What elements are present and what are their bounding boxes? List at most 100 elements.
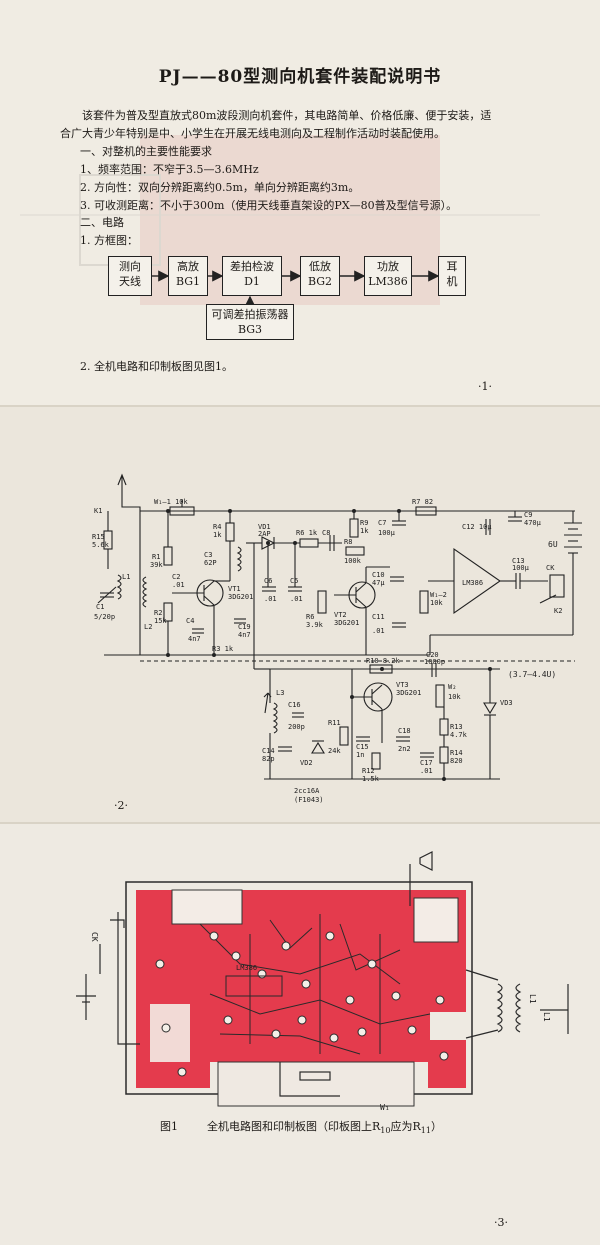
pcb-layout: CK LM386 L1 L1 W₁ bbox=[76, 851, 569, 1112]
label-r9: R9 bbox=[360, 519, 368, 527]
label-c13: C13 bbox=[512, 557, 525, 565]
label-c19-value: 4n7 bbox=[238, 631, 251, 639]
circuit-reference: 2. 全机电路和印制板图见图1。 bbox=[80, 360, 233, 373]
section-heading-performance: 一、对整机的主要性能要求 bbox=[80, 145, 212, 158]
label-c7: C7 bbox=[378, 519, 386, 527]
label-w2: W₂ bbox=[448, 683, 456, 691]
label-c5: C5 bbox=[290, 577, 298, 585]
label-r11: R11 bbox=[328, 719, 341, 727]
label-c3-value: 62P bbox=[204, 559, 217, 567]
label-k1: K1 bbox=[94, 507, 102, 515]
pcb-label-ck: CK bbox=[90, 932, 99, 942]
block-earphone: 耳机 bbox=[438, 256, 466, 296]
block-antenna: 测向天线 bbox=[108, 256, 152, 296]
page-number-1: ·1· bbox=[478, 380, 492, 393]
circuit-schematic: W₁—1 10k R7 82 K1 R15 5.6k R4 1k VD1 2AP… bbox=[92, 473, 582, 804]
label-r13: R13 bbox=[450, 723, 463, 731]
spec-range: 3. 可收测距离：不小于300m（使用天线垂直架设的PX—80普及型信号源）。 bbox=[80, 199, 458, 212]
label-c10-value: 47μ bbox=[372, 579, 385, 587]
figure-number: 图1 bbox=[160, 1120, 178, 1133]
label-vd2: VD2 bbox=[300, 759, 313, 767]
block-diagram-arrows bbox=[152, 270, 440, 307]
manual-page-1: PJ——80型测向机套件装配说明书 该套件为普及型直放式80m波段测向机套件，其… bbox=[0, 0, 600, 405]
label-vt2: VT2 bbox=[334, 611, 347, 619]
label-l1: L1 bbox=[122, 573, 130, 581]
pcb-label-l1a: L1 bbox=[528, 994, 537, 1004]
label-l2: L2 bbox=[144, 623, 152, 631]
label-c10: C10 bbox=[372, 571, 385, 579]
label-r4: R4 bbox=[213, 523, 221, 531]
label-vt2-value: 3DG201 bbox=[334, 619, 359, 627]
page-number-3: ·3· bbox=[494, 1216, 508, 1229]
label-r1: R1 bbox=[152, 553, 160, 561]
pcb-label-lm386: LM386 bbox=[236, 964, 257, 972]
label-r6b-value: 3.9k bbox=[306, 621, 324, 629]
intro-line-2: 合广大青少年特别是中、小学生在开展无线电测向及工程制作活动时装配使用。 bbox=[60, 127, 445, 140]
label-r15: R15 bbox=[92, 533, 105, 541]
label-c8: C8 bbox=[322, 529, 330, 537]
label-c16: C16 bbox=[288, 701, 301, 709]
label-c15-value: 1n bbox=[356, 751, 364, 759]
label-c17: C17 bbox=[420, 759, 433, 767]
label-vd2-alt: (F1043) bbox=[294, 796, 324, 804]
caption-subscript-2: 11 bbox=[420, 1126, 431, 1136]
label-c18: C18 bbox=[398, 727, 411, 735]
label-c11-value: .01 bbox=[372, 627, 385, 635]
label-l3: L3 bbox=[276, 689, 284, 697]
label-c2-value: .01 bbox=[172, 581, 185, 589]
label-c9-value: 470μ bbox=[524, 519, 542, 527]
label-c5-value: .01 bbox=[290, 595, 303, 603]
caption-subscript-1: 10 bbox=[380, 1126, 391, 1136]
block-diagram-heading: 1. 方框图： bbox=[80, 234, 138, 247]
label-c20: C20 bbox=[426, 651, 439, 659]
caption-text-mid: 应为R bbox=[390, 1120, 421, 1133]
label-c12: C12 10μ bbox=[462, 523, 492, 531]
caption-text: 全机电路图和印制板图（印板图上R bbox=[207, 1120, 381, 1133]
label-c6-value: .01 bbox=[264, 595, 277, 603]
label-c16-value: 200p bbox=[288, 723, 305, 731]
label-r1-value: 39k bbox=[150, 561, 163, 569]
label-r8-value: 100k bbox=[344, 557, 362, 565]
label-r14: R14 bbox=[450, 749, 463, 757]
label-vd2-type: 2cc16A bbox=[294, 787, 320, 795]
label-r3: R3 1k bbox=[212, 645, 234, 653]
label-c13-value: 100μ bbox=[512, 564, 530, 572]
label-w1-2: W₁—2 bbox=[430, 591, 447, 599]
label-c14-value: 82p bbox=[262, 755, 275, 763]
label-c7-value: 100μ bbox=[378, 529, 396, 537]
label-r2: R2 bbox=[154, 609, 162, 617]
label-vt1-value: 3DG201 bbox=[228, 593, 253, 601]
label-w2-value: 10k bbox=[448, 693, 461, 701]
label-r15-value: 5.6k bbox=[92, 541, 110, 549]
label-c19: C19 bbox=[238, 623, 251, 631]
label-r11-value: 24k bbox=[328, 747, 341, 755]
section-heading-circuit: 二、电路 bbox=[80, 216, 124, 229]
page-number-2: ·2· bbox=[114, 799, 128, 812]
label-vd1: VD1 bbox=[258, 523, 271, 531]
label-r10: R10 8.2k bbox=[366, 657, 401, 665]
label-c17-value: .01 bbox=[420, 767, 433, 775]
intro-line-1: 该套件为普及型直放式80m波段测向机套件，其电路简单、价格低廉、便于安装，适 bbox=[82, 109, 492, 122]
label-ck: CK bbox=[546, 564, 555, 572]
label-r12-value: 1.5k bbox=[362, 775, 380, 783]
label-c9: C9 bbox=[524, 511, 532, 519]
label-battery: 6U bbox=[548, 540, 558, 549]
label-vt3-value: 3DG201 bbox=[396, 689, 421, 697]
label-c1-value: 5/20p bbox=[94, 613, 115, 621]
label-voltage-range: (3.7—4.4U) bbox=[508, 670, 556, 679]
label-r12: R12 bbox=[362, 767, 375, 775]
label-lm386: LM386 bbox=[462, 579, 483, 587]
label-r4-value: 1k bbox=[213, 531, 222, 539]
label-r14-value: 820 bbox=[450, 757, 463, 765]
label-c2: C2 bbox=[172, 573, 180, 581]
label-c3: C3 bbox=[204, 551, 212, 559]
pcb-label-w1: W₁ bbox=[380, 1103, 390, 1112]
spec-directivity: 2. 方向性：双向分辨距离约0.5m，单向分辨距离约3m。 bbox=[80, 181, 360, 194]
label-r9-value: 1k bbox=[360, 527, 369, 535]
document-title: PJ——80型测向机套件装配说明书 bbox=[158, 67, 442, 87]
label-c18-value: 2n2 bbox=[398, 745, 411, 753]
